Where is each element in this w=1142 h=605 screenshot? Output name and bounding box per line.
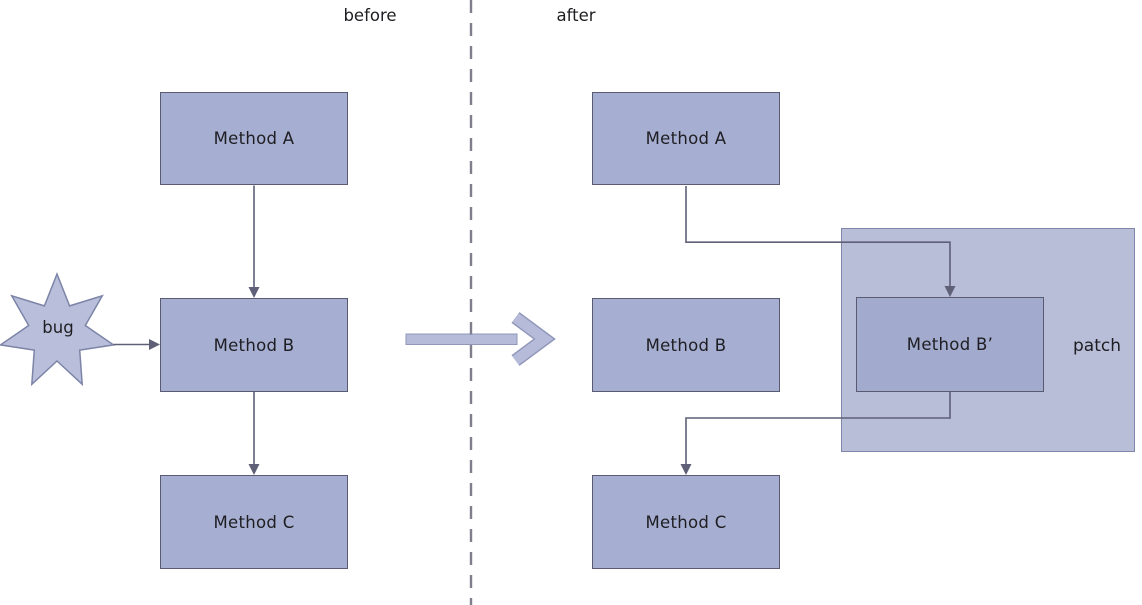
after-method-a-label: Method A: [645, 129, 727, 148]
arrowhead-after-b-prime-to-c: [680, 464, 692, 475]
after-method-b-label: Method B: [645, 335, 727, 355]
connector-after-b-prime-to-c: [685, 392, 951, 465]
before-method-c-box: Method C: [160, 475, 348, 569]
after-method-c-box: Method C: [592, 475, 780, 569]
arrowhead-before-b-to-c: [248, 464, 260, 475]
before-method-a-box: Method A: [160, 92, 348, 185]
after-method-a-box: Method A: [592, 92, 780, 185]
before-heading: before: [343, 6, 397, 25]
before-method-c-label: Method C: [213, 512, 295, 532]
before-method-b-label: Method B: [213, 335, 295, 355]
transform-arrow: [405, 312, 556, 366]
transform-arrow-head: [512, 313, 554, 365]
transform-arrow-shaft: [405, 333, 518, 345]
after-heading: after: [556, 6, 596, 25]
bug-label: bug: [42, 318, 74, 337]
bug-star-shape: [0, 271, 116, 387]
after-method-b-prime-box: Method B’: [856, 297, 1044, 392]
arrowhead-bug-to-method-b: [149, 339, 160, 350]
after-method-c-label: Method C: [645, 512, 727, 532]
connector-after-a-to-b-prime: [685, 186, 951, 287]
before-method-a-label: Method A: [213, 129, 295, 148]
after-method-b-prime-label: Method B’: [906, 335, 994, 354]
before-method-b-box: Method B: [160, 298, 348, 392]
arrowhead-after-a-to-b-prime: [944, 286, 956, 297]
patch-label: patch: [1073, 336, 1121, 356]
after-method-b-box: Method B: [592, 298, 780, 392]
arrowhead-before-a-to-b: [248, 287, 260, 298]
